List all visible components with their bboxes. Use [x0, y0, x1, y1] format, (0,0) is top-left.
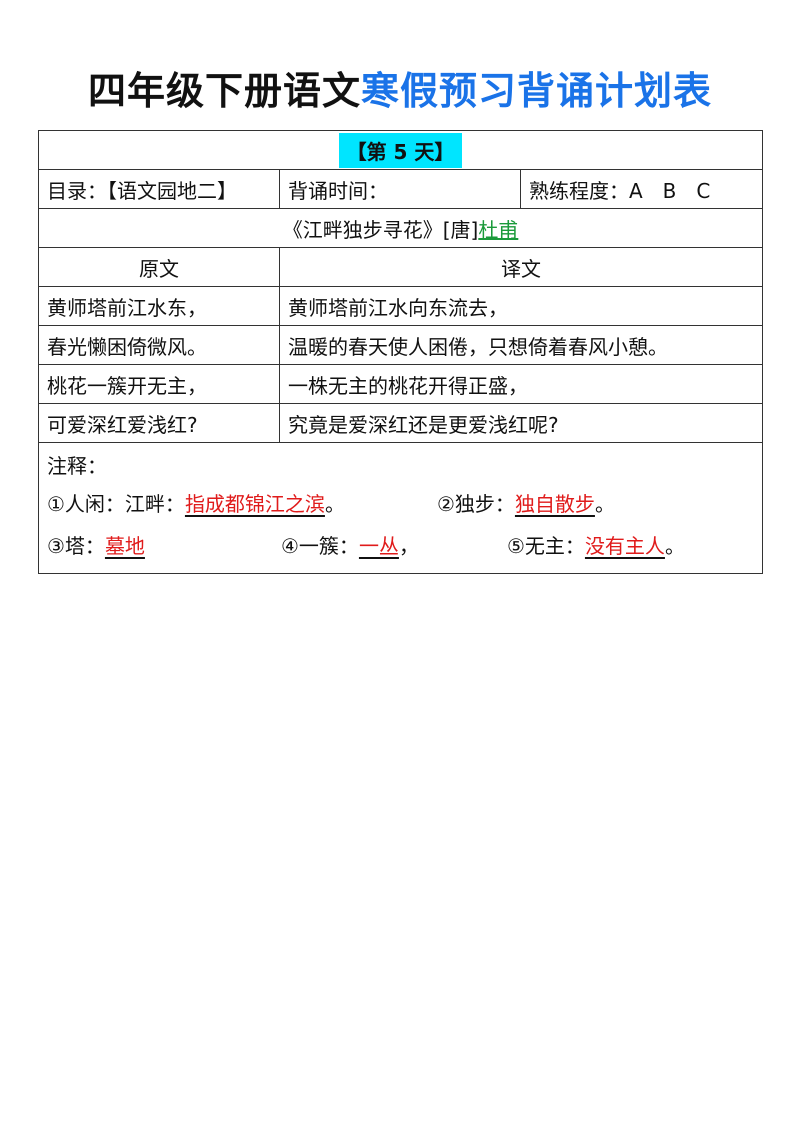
note-4-answer: 一丛: [358, 534, 399, 558]
original-line: 春光懒困倚微风。: [38, 325, 280, 365]
day-badge: 【第 5 天】: [338, 132, 463, 168]
note-3: ③塔：墓地: [47, 525, 281, 567]
poem-author: 杜甫: [478, 217, 519, 242]
poem-title-cell: 《江畔独步寻花》[唐]杜甫: [37, 208, 764, 248]
original-line: 桃花一簇开无主，: [38, 364, 280, 404]
table-row: 可爱深红爱浅红? 究竟是爱深红还是更爱浅红呢?: [38, 403, 764, 443]
note-1-answer: 指成都锦江之滨: [184, 492, 325, 516]
note-3-label: ③塔：: [47, 534, 105, 558]
page-title: 四年级下册语文寒假预习背诵计划表: [0, 66, 800, 116]
poem-title: 《江畔独步寻花》[唐]: [282, 217, 479, 242]
table-row: 桃花一簇开无主， 一株无主的桃花开得正盛，: [38, 364, 764, 404]
note-1: ①人闲：江畔：指成都锦江之滨。: [47, 483, 437, 525]
note-5-answer: 没有主人: [584, 534, 665, 558]
notes-heading: 注释：: [47, 454, 107, 478]
notes-cell: 注释： ①人闲：江畔：指成都锦江之滨。 ②独步：独自散步。 ③塔：墓地 ④一簇：…: [37, 442, 764, 574]
note-1-label: ①人闲：江畔：: [47, 492, 185, 516]
recitation-plan-table: 【第 5 天】 目录：【语文园地二】 背诵时间： 熟练程度：A B C 《江畔独…: [37, 130, 764, 574]
translation-line: 温暖的春天使人困倦，只想倚着春风小憩。: [278, 325, 764, 365]
note-line-2: ③塔：墓地 ④一簇：一丛， ⑤无主：没有主人。: [47, 525, 754, 567]
table-row: 黄师塔前江水东， 黄师塔前江水向东流去，: [38, 286, 764, 326]
note-4-end: ，: [398, 534, 419, 558]
note-2-label: ②独步：: [437, 492, 515, 516]
note-4: ④一簇：一丛，: [281, 525, 507, 567]
title-part-plan: 寒假预习背诵计划表: [361, 69, 713, 113]
note-4-label: ④一簇：: [281, 534, 359, 558]
translation-line: 黄师塔前江水向东流去，: [278, 286, 764, 326]
translation-line: 究竟是爱深红还是更爱浅红呢?: [278, 403, 764, 443]
title-part-grade: 四年级下册语文: [87, 69, 361, 113]
note-1-end: 。: [324, 492, 345, 516]
translation-line: 一株无主的桃花开得正盛，: [278, 364, 764, 404]
note-2-end: 。: [594, 492, 615, 516]
recite-time-cell: 背诵时间：: [279, 169, 521, 209]
proficiency-cell: 熟练程度：A B C: [519, 169, 764, 209]
note-3-answer: 墓地: [104, 534, 145, 558]
day-header-cell: 【第 5 天】: [37, 130, 764, 170]
note-5-end: 。: [664, 534, 685, 558]
catalog-cell: 目录：【语文园地二】: [38, 169, 280, 209]
note-5-label: ⑤无主：: [507, 534, 585, 558]
original-line: 可爱深红爱浅红?: [38, 403, 280, 443]
original-header: 原文: [38, 247, 280, 287]
note-5: ⑤无主：没有主人。: [507, 525, 685, 567]
table-row: 春光懒困倚微风。 温暖的春天使人困倦，只想倚着春风小憩。: [38, 325, 764, 365]
translation-header: 译文: [278, 247, 764, 287]
note-line-1: ①人闲：江畔：指成都锦江之滨。 ②独步：独自散步。: [47, 483, 754, 525]
original-line: 黄师塔前江水东，: [38, 286, 280, 326]
note-2-answer: 独自散步: [514, 492, 595, 516]
note-2: ②独步：独自散步。: [437, 483, 615, 525]
